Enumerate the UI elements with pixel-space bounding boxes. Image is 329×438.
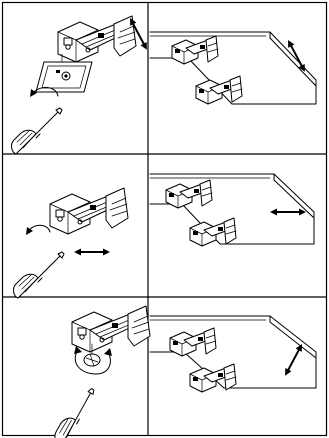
hinge-icon <box>170 328 216 356</box>
hinge-icon <box>58 16 136 62</box>
screwdriver-icon <box>12 108 62 154</box>
step-1-door-panel <box>150 32 316 104</box>
double-arrow-icon <box>270 209 306 216</box>
hinge-icon <box>172 36 218 64</box>
step-3-hinge-panel <box>45 306 150 438</box>
hinge-icon <box>72 306 150 352</box>
step-2-door-panel <box>150 174 314 246</box>
double-arrow-icon <box>282 342 305 377</box>
screwdriver-icon <box>45 388 106 438</box>
step-3-door-panel <box>150 316 316 392</box>
screwdriver-icon <box>14 252 64 298</box>
hinge-icon <box>166 180 212 208</box>
hinge-icon <box>190 364 236 392</box>
hinge-icon <box>50 188 128 234</box>
double-arrow-icon <box>285 38 308 73</box>
hinge-icon <box>196 76 242 104</box>
double-arrow-icon <box>74 249 110 256</box>
step-2-hinge-panel <box>14 188 128 298</box>
step-1-hinge-panel <box>12 16 150 154</box>
hinge-icon <box>190 218 236 246</box>
